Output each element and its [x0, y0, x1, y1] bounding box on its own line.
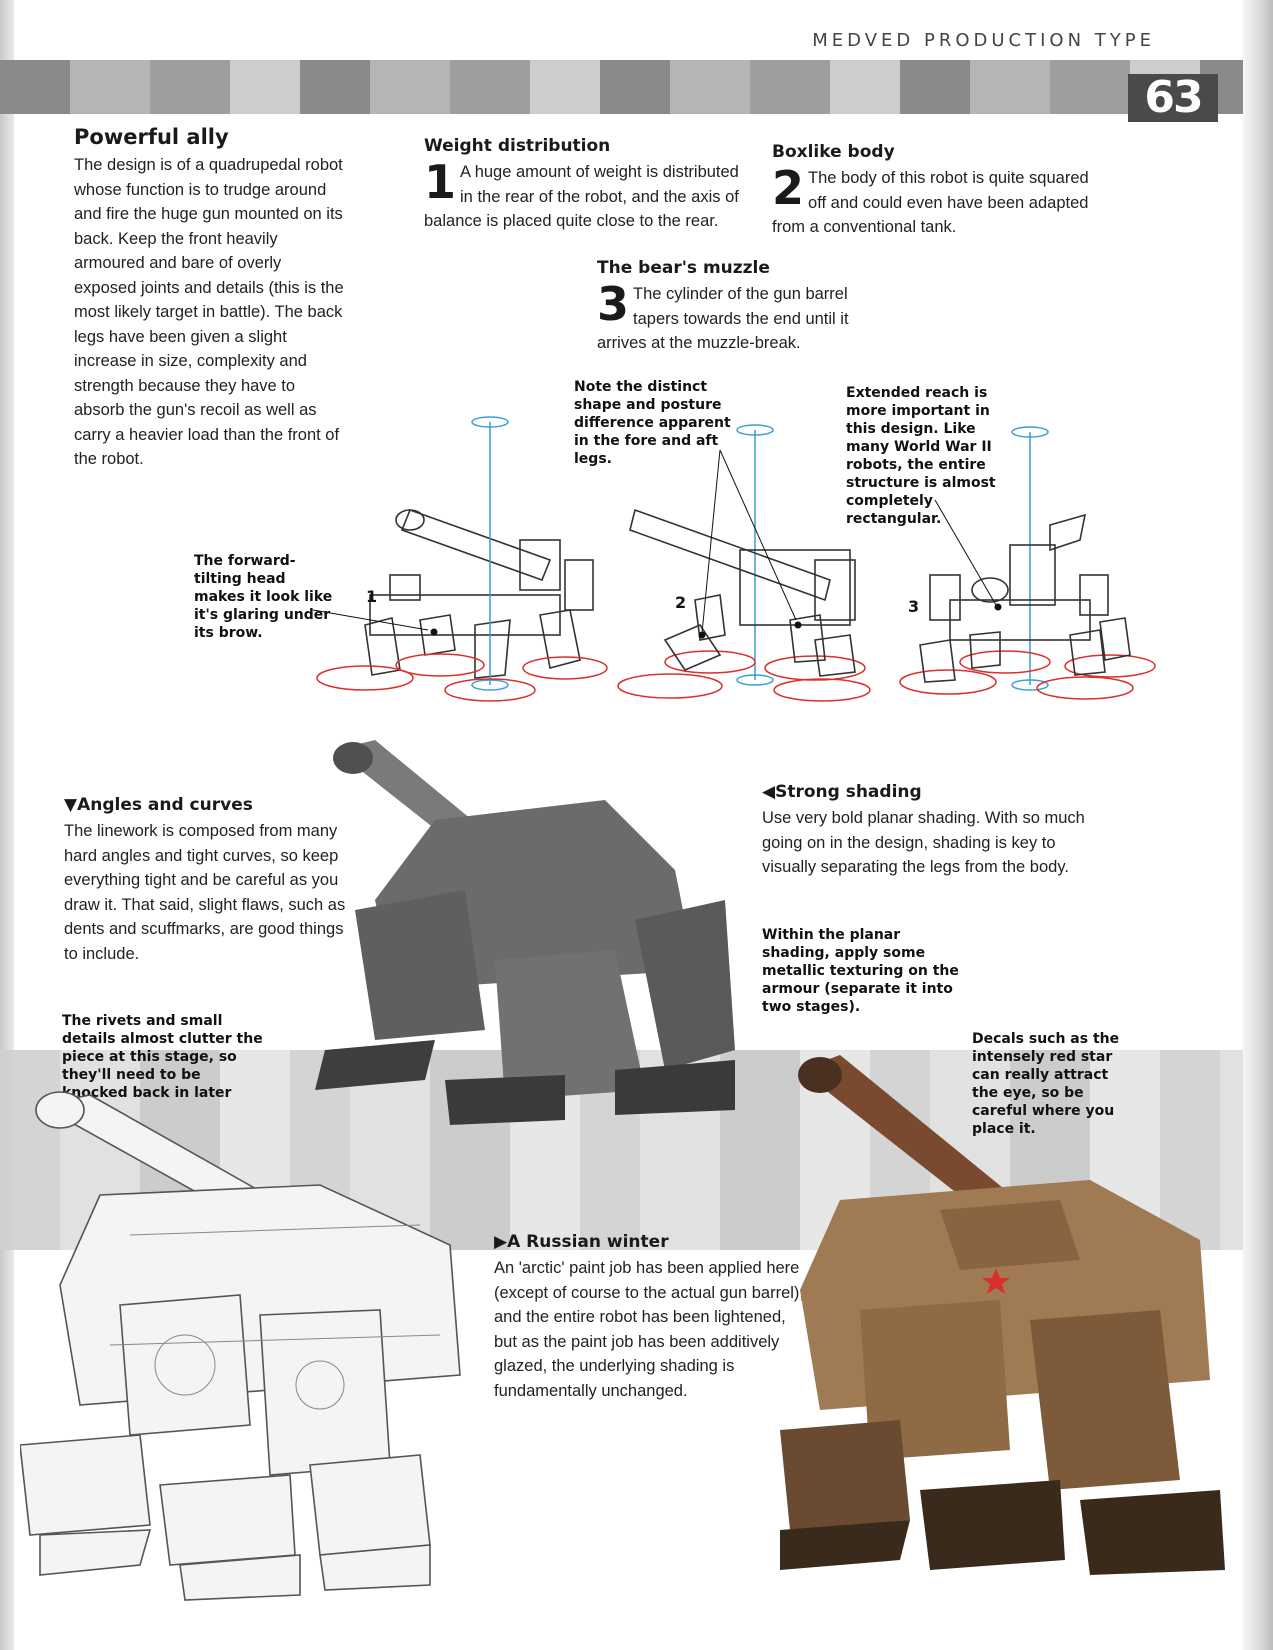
sketch-label-3: 3 [908, 597, 920, 616]
step-weight-distribution: Weight distribution 1 A huge amount of w… [424, 136, 742, 234]
sketch-robot-1 [364, 508, 594, 679]
sketch-robot-3 [919, 513, 1131, 683]
construction-sketches [312, 416, 1156, 702]
caption-rivets: The rivets and small details almost clut… [62, 1013, 263, 1119]
down-arrow-icon: ▼ [64, 795, 78, 815]
step-bears-muzzle: The bear's muzzle 3 The cylinder of the … [597, 258, 897, 356]
russian-winter-heading: A Russian winter [507, 1232, 669, 1252]
left-arrow-icon: ◀ [762, 782, 776, 802]
step-boxlike-body: Boxlike body 2 The body of this robot is… [772, 142, 1090, 240]
page-gutter [0, 0, 14, 1650]
running-head: MEDVED PRODUCTION TYPE [812, 30, 1155, 51]
foot-ellipse-icon [316, 650, 1156, 702]
shaded-robot-icon [315, 740, 735, 1125]
powerful-ally-section: Powerful ally The design is of a quadrup… [74, 125, 344, 472]
caption-fore-aft: Note the distinct shape and posture diff… [574, 379, 731, 467]
painted-robot-icon [780, 1055, 1225, 1575]
header-band [0, 60, 1243, 114]
angles-curves-body: The linework is composed from many hard … [64, 822, 346, 963]
page-edge [1243, 0, 1273, 1650]
caption-forward-tilting: The forward-tilting head makes it look l… [194, 553, 333, 641]
step-body: The cylinder of the gun barrel tapers to… [597, 285, 849, 352]
step-number: 1 [424, 155, 457, 209]
sketch-label-1: 1 [366, 587, 378, 606]
step-body: A huge amount of weight is distributed i… [424, 163, 739, 230]
sketch-robot-2 [629, 508, 856, 677]
step-number: 3 [597, 277, 630, 331]
sketch-label-2: 2 [675, 593, 687, 612]
caption-extended-reach: Extended reach is more important in this… [846, 385, 996, 527]
powerful-ally-body: The design is of a quadrupedal robot who… [74, 156, 344, 468]
russian-winter-body: An 'arctic' paint job has been applied h… [494, 1259, 805, 1400]
powerful-ally-heading: Powerful ally [74, 125, 229, 149]
lineart-robot-icon [20, 1091, 461, 1601]
step-body: The body of this robot is quite squared … [772, 169, 1089, 236]
strong-shading-body: Use very bold planar shading. With so mu… [762, 809, 1085, 876]
step-heading: Weight distribution [424, 136, 611, 156]
step-number: 2 [772, 161, 805, 215]
angles-curves-heading: Angles and curves [77, 795, 253, 815]
strong-shading-heading: Strong shading [775, 782, 922, 802]
caption-decals: Decals such as the intensely red star ca… [972, 1031, 1120, 1137]
step-heading: The bear's muzzle [597, 258, 770, 278]
strong-shading-section: ◀Strong shading Use very bold planar sha… [762, 782, 1087, 880]
russian-winter-section: ▶A Russian winter An 'arctic' paint job … [494, 1232, 812, 1403]
balance-axis-icon [471, 416, 1049, 691]
leader-lines [312, 449, 1002, 639]
angles-curves-section: ▼Angles and curves The linework is compo… [64, 795, 349, 966]
right-arrow-icon: ▶ [494, 1232, 508, 1252]
page-number: 63 [1128, 74, 1218, 122]
step-heading: Boxlike body [772, 142, 895, 162]
caption-planar: Within the planar shading, apply some me… [762, 927, 959, 1015]
